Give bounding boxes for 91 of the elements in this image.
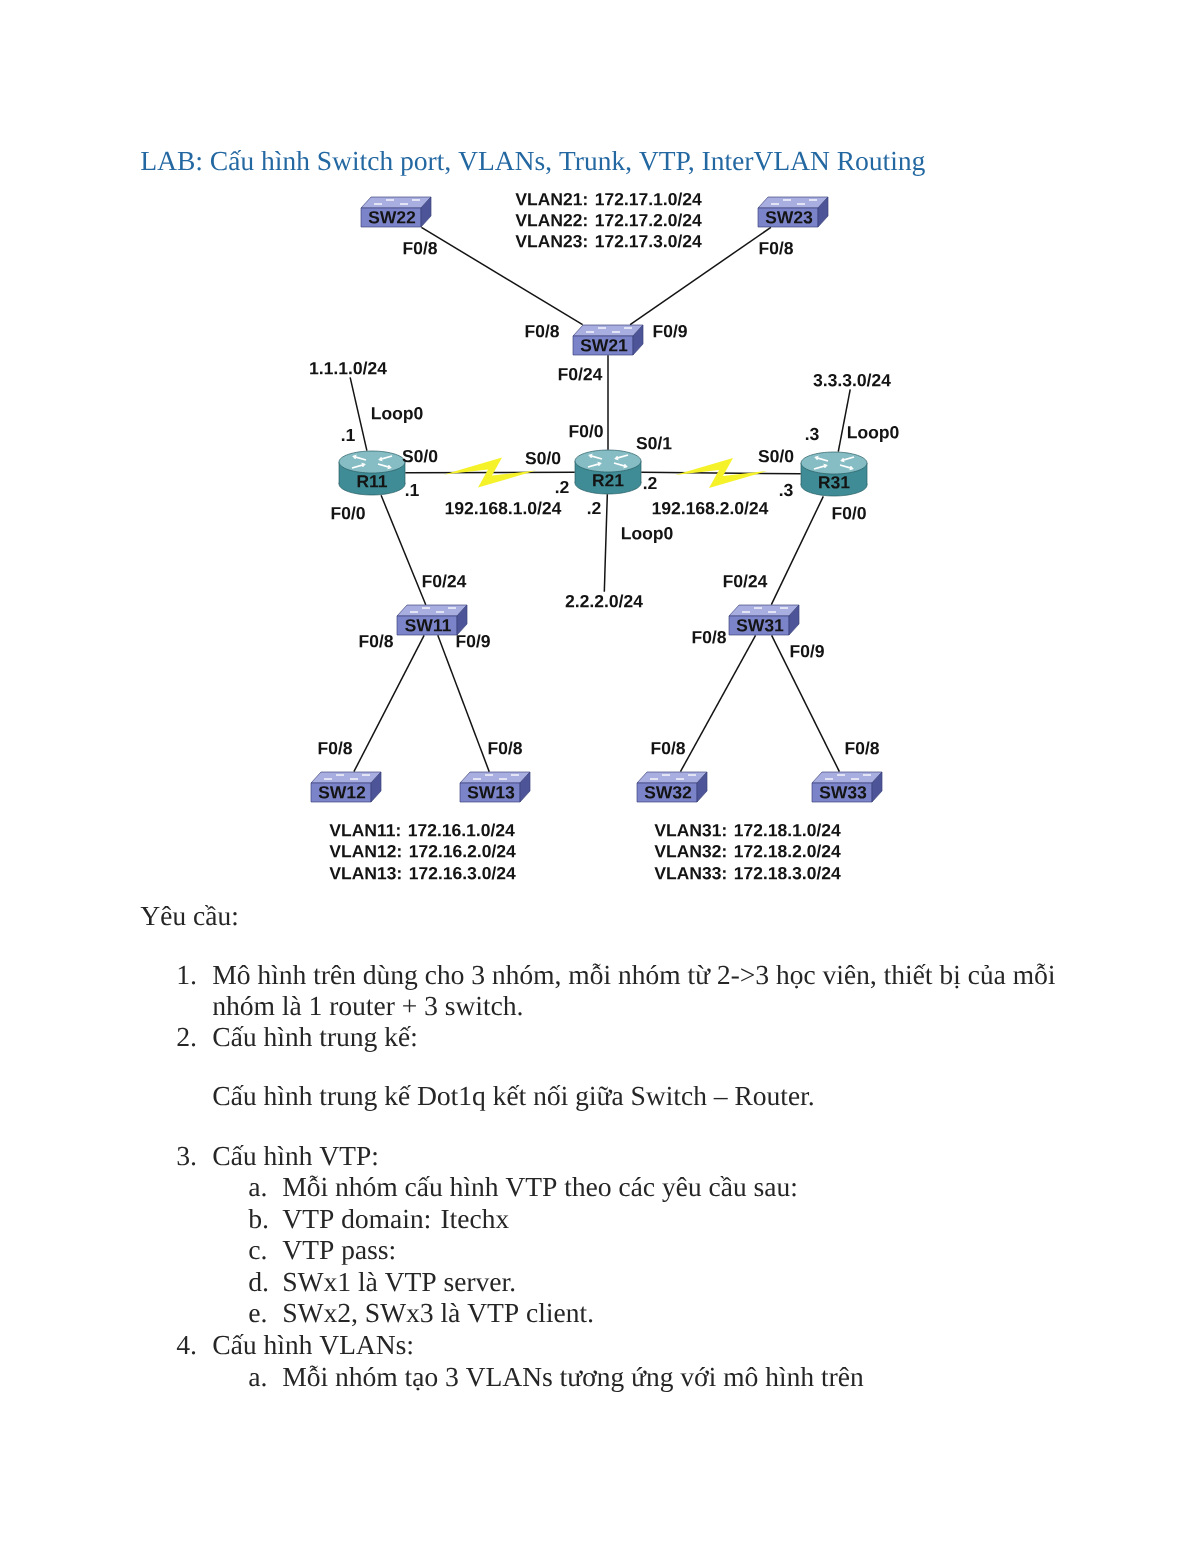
address-label: .2 [643, 476, 657, 490]
subnet-label: 2.2.2.0/24 [565, 594, 643, 608]
subnet-label: 3.3.3.0/24 [813, 373, 891, 387]
subnet-text: VLAN31: 172.18.1.0/24 [654, 823, 841, 837]
list-number: 4. [176, 1335, 196, 1355]
link-line [770, 634, 841, 773]
port-label: F0/24 [422, 574, 467, 588]
address-label: .1 [405, 484, 419, 497]
port-label: F0/8 [318, 741, 352, 755]
edge-label: 192.168.1.0/24 [442, 499, 564, 517]
list-letter: d. [249, 1271, 268, 1292]
port-label: F0/9 [456, 634, 490, 648]
list-item-text: VTP domain: Itechx [282, 1208, 509, 1229]
port-label: F0/0 [569, 424, 603, 438]
link-line [380, 494, 427, 606]
link-line [629, 226, 772, 326]
switch: SW23 [757, 196, 829, 228]
subnet-text: VLAN32: 172.18.2.0/24 [654, 844, 841, 858]
section-heading: Yêu cầu: [140, 905, 237, 926]
switch: SW21 [572, 324, 644, 356]
list-item-text: Cấu hình trung kế: [213, 1026, 416, 1052]
port-label: F0/8 [403, 241, 437, 255]
subnet-text: VLAN13: 172.16.3.0/24 [329, 866, 516, 880]
subnet-text: VLAN21: 172.17.1.0/24 [515, 192, 702, 206]
port-label: F0/8 [692, 630, 726, 644]
link-line [353, 634, 425, 773]
port-label: F0/0 [832, 506, 866, 520]
serial-link [640, 458, 802, 488]
subnet-text: VLAN23: 172.17.3.0/24 [515, 234, 702, 248]
port-label: F0/8 [525, 324, 559, 338]
edge-label: Loop0 [619, 525, 675, 545]
list-number: 3. [177, 1146, 196, 1166]
list-letter: a. [249, 1183, 266, 1197]
port-label: F0/8 [759, 241, 793, 255]
list-letter: e. [249, 1309, 266, 1323]
list-item-text: SWx1 là VTP server. [284, 1271, 515, 1292]
link-line [420, 226, 584, 326]
link-line [679, 634, 757, 773]
port-label: F0/8 [845, 741, 879, 755]
list-item-text: VTP pass: [282, 1241, 394, 1265]
list-item-text: SWx2, SWx3 là VTP client. [284, 1302, 593, 1327]
subnet-text: VLAN12: 172.16.2.0/24 [329, 844, 516, 858]
port-label: F0/0 [331, 506, 365, 520]
edge-label: Loop0 [845, 424, 901, 444]
link-line [607, 354, 609, 451]
port-label: F0/8 [651, 741, 685, 755]
list-item-text: Cấu hình VLANs: [213, 1334, 412, 1355]
link-line [349, 376, 368, 452]
port-label: F0/9 [653, 324, 687, 338]
port-label: S0/0 [525, 451, 561, 465]
link-line [437, 634, 490, 773]
edge-label: Loop0 [369, 405, 425, 425]
port-label: F0/9 [790, 644, 824, 658]
switch: SW31 [728, 604, 800, 636]
switch: SW11 [396, 604, 468, 636]
subnet-text: VLAN33: 172.18.3.0/24 [654, 866, 841, 880]
link-line [770, 495, 825, 606]
title: LAB: Cấu hình Switch port, VLANs, Trunk, VTP, InterVLAN Routing [141, 150, 925, 176]
list-letter: b. [248, 1208, 268, 1229]
serial-link [404, 457, 576, 488]
link-line [837, 388, 851, 453]
switch: SW32 [636, 771, 708, 803]
port-label: F0/24 [558, 367, 603, 381]
router: R31 [800, 451, 868, 497]
list-item-text: Mô hình trên dùng cho 3 nhóm, mỗi nhóm từ 2->3 học viên, thiết bị của mỗi nhóm là 1 router + 3 switch. [212, 963, 1055, 1016]
switch: SW33 [811, 771, 883, 803]
port-label: F0/8 [488, 741, 522, 755]
subnet-text: VLAN22: 172.17.2.0/24 [515, 213, 702, 227]
address-label: .1 [341, 429, 355, 442]
list-item-text: Cấu hình VTP: [213, 1145, 377, 1166]
address-label: .3 [779, 483, 793, 497]
link-line [603, 493, 609, 593]
switch: SW22 [360, 196, 432, 228]
list-item-text: Mỗi nhóm tạo 3 VLANs tương ứng với mô hình trên [283, 1365, 864, 1392]
address-label: .3 [805, 427, 819, 441]
port-label: F0/8 [359, 634, 393, 648]
list-number: 2. [177, 1027, 196, 1047]
address-label: .2 [555, 480, 569, 494]
switch: SW13 [459, 771, 531, 803]
list-letter: c. [249, 1246, 266, 1260]
router: R21 [574, 449, 642, 495]
list-letter: a. [249, 1373, 266, 1387]
list-item-text: Mỗi nhóm cấu hình VTP theo các yêu cầu sau: [283, 1175, 796, 1202]
port-label: F0/24 [723, 574, 768, 588]
paragraph: Cấu hình trung kế Dot1q kết nối giữa Switch – Router. [213, 1085, 813, 1111]
address-label: .2 [587, 501, 601, 515]
list-number: 1. [178, 965, 196, 985]
switch: SW12 [310, 771, 382, 803]
subnet-label: 1.1.1.0/24 [310, 361, 387, 375]
edge-label: 192.168.2.0/24 [649, 499, 771, 517]
subnet-text: VLAN11: 172.16.1.0/24 [329, 823, 515, 837]
